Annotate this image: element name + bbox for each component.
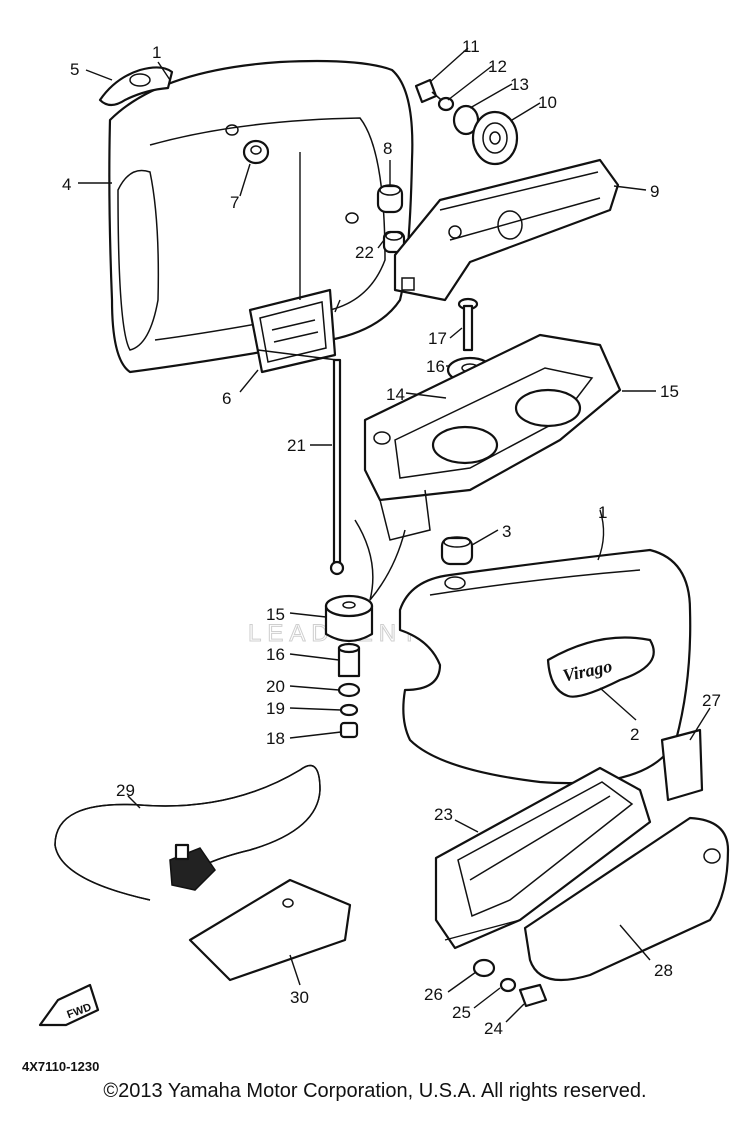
part-26-washer bbox=[499, 977, 517, 993]
callout-29: 28 bbox=[654, 961, 673, 980]
callout-15-upper: 14 bbox=[386, 385, 405, 404]
callout-8: 8 bbox=[383, 139, 392, 158]
callout-7: 7 bbox=[230, 193, 239, 212]
callout-4: 4 bbox=[62, 175, 71, 194]
part-4-side-cover bbox=[108, 59, 414, 374]
part-22-long-bolt bbox=[329, 358, 345, 576]
leader-lines bbox=[78, 47, 711, 1023]
callout-27: 26 bbox=[424, 985, 443, 1004]
callout-12: 12 bbox=[488, 57, 507, 76]
callout-13: 13 bbox=[510, 75, 529, 94]
part-15-damper-lower bbox=[324, 594, 374, 643]
part-28-plate bbox=[660, 728, 704, 802]
copyright-notice: ©2013 Yamaha Motor Corporation, U.S.A. A… bbox=[103, 1080, 647, 1102]
callout-30: 29 bbox=[116, 781, 135, 800]
part-20-washer bbox=[339, 703, 359, 717]
callout-24: 23 bbox=[434, 805, 453, 824]
part-21-washer bbox=[337, 682, 361, 698]
callout-15-lower: 15 bbox=[266, 605, 285, 624]
part-11-bolt bbox=[414, 78, 447, 105]
callout-17: 16 bbox=[426, 357, 445, 376]
callout-19: 18 bbox=[266, 729, 285, 748]
part-12-washer bbox=[437, 96, 455, 112]
callout-3: 3 bbox=[502, 522, 511, 541]
part-25-bolt bbox=[518, 983, 548, 1008]
part-8-grommet bbox=[376, 184, 404, 214]
part-9-upper-bracket bbox=[393, 158, 620, 302]
part-14-tray bbox=[363, 333, 622, 541]
callout-16: 16 bbox=[266, 645, 285, 664]
part-18-bolt bbox=[457, 297, 479, 352]
callout-23: 22 bbox=[355, 243, 374, 262]
callout-14: 15 bbox=[660, 382, 679, 401]
callout-25: 24 bbox=[484, 1019, 503, 1038]
part-27-nut bbox=[472, 958, 496, 978]
part-31-plate bbox=[188, 878, 352, 982]
part-19-nut bbox=[339, 721, 359, 739]
part-10-damper bbox=[471, 110, 519, 166]
callout-1-top: 1 bbox=[152, 43, 161, 62]
callout-5: 5 bbox=[70, 60, 79, 79]
callout-11: 11 bbox=[462, 37, 480, 56]
callout-9: 9 bbox=[650, 182, 659, 201]
part-3-grommet bbox=[440, 536, 474, 566]
callout-18: 17 bbox=[428, 329, 447, 348]
part-2-emblem: Virago bbox=[546, 636, 655, 698]
callout-31: 30 bbox=[290, 988, 309, 1007]
diagram-code: 4X7110-1230 bbox=[22, 1059, 99, 1074]
callout-22: 21 bbox=[287, 436, 306, 455]
callout-21: 20 bbox=[266, 677, 285, 696]
callout-20: 19 bbox=[266, 699, 285, 718]
callout-6: 6 bbox=[222, 389, 231, 408]
callout-1: 1 bbox=[598, 503, 607, 522]
part-7-grommet bbox=[242, 139, 270, 165]
part-23-grommet bbox=[382, 230, 406, 254]
part-29-cover bbox=[523, 816, 730, 982]
callouts: 5 1 4 7 8 22 9 11 12 13 10 6 17 16 14 15… bbox=[62, 37, 721, 1038]
part-16-collar bbox=[337, 642, 361, 678]
callout-28: 27 bbox=[702, 691, 721, 710]
fwd-arrow-icon: FWD bbox=[38, 983, 100, 1027]
part-30-hose bbox=[54, 764, 321, 901]
callout-10: 10 bbox=[538, 93, 557, 112]
callout-2: 2 bbox=[630, 725, 639, 744]
part-24-box bbox=[434, 766, 652, 950]
callout-26: 25 bbox=[452, 1003, 471, 1022]
parts-diagram: LEADVENTURE bbox=[22, 37, 730, 1074]
